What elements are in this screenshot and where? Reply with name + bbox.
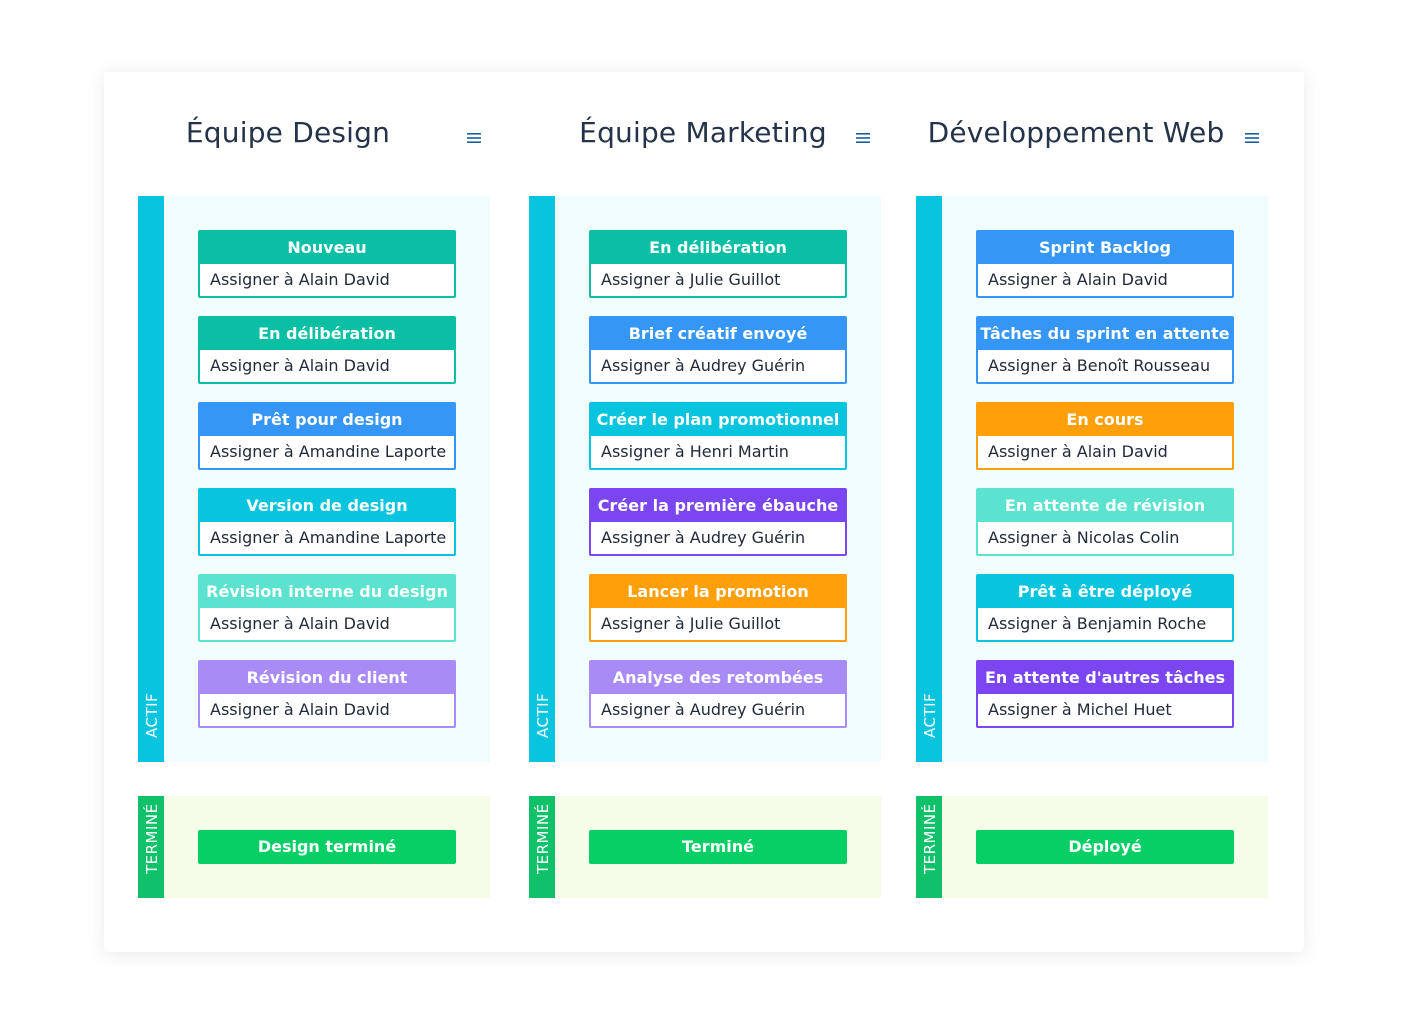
active-lane-label: ACTIF xyxy=(534,692,552,738)
task-assignee: Assigner à Amandine Laporte xyxy=(210,442,447,461)
task-card[interactable]: Lancer la promotion Assigner à Julie Gui… xyxy=(589,574,847,642)
task-status: Prêt pour design xyxy=(200,404,454,436)
task-status: En attente d'autres tâches xyxy=(978,662,1232,694)
task-assignee: Assigner à Audrey Guérin xyxy=(601,356,806,375)
task-assignee: Assigner à Amandine Laporte xyxy=(210,528,447,547)
active-lane-bar: ACTIF xyxy=(529,196,555,762)
task-status: Analyse des retombées xyxy=(591,662,845,694)
task-status: Lancer la promotion xyxy=(591,576,845,608)
task-card[interactable]: Tâches du sprint en attente Assigner à B… xyxy=(976,316,1234,384)
task-card[interactable]: En délibération Assigner à Alain David xyxy=(198,316,456,384)
task-assignee: Assigner à Alain David xyxy=(210,700,390,719)
done-lane: TERMINÉ Terminé xyxy=(529,796,881,898)
task-card[interactable]: En attente d'autres tâches Assigner à Mi… xyxy=(976,660,1234,728)
task-card[interactable]: Créer la première ébauche Assigner à Aud… xyxy=(589,488,847,556)
task-card[interactable]: Prêt à être déployé Assigner à Benjamin … xyxy=(976,574,1234,642)
task-assignee: Assigner à Henri Martin xyxy=(601,442,789,461)
task-card[interactable]: En délibération Assigner à Julie Guillot xyxy=(589,230,847,298)
task-card[interactable]: Révision interne du design Assigner à Al… xyxy=(198,574,456,642)
done-lane-bar: TERMINÉ xyxy=(138,796,164,898)
board-web-dev: Développement Web ACTIF Sprint Backlog A… xyxy=(916,72,1268,952)
task-assignee: Assigner à Audrey Guérin xyxy=(601,700,806,719)
task-status: Tâches du sprint en attente xyxy=(978,318,1232,350)
done-task-card[interactable]: Terminé xyxy=(589,830,847,864)
task-status: Brief créatif envoyé xyxy=(591,318,845,350)
task-status: En délibération xyxy=(200,318,454,350)
task-assignee: Assigner à Benoît Rousseau xyxy=(988,356,1211,375)
task-status: Version de design xyxy=(200,490,454,522)
board-title: Équipe Marketing xyxy=(579,116,827,149)
task-status: En attente de révision xyxy=(978,490,1232,522)
board-marketing: Équipe Marketing ACTIF En délibération A… xyxy=(529,72,881,952)
task-assignee: Assigner à Audrey Guérin xyxy=(601,528,806,547)
task-card[interactable]: Analyse des retombées Assigner à Audrey … xyxy=(589,660,847,728)
task-status: Révision du client xyxy=(200,662,454,694)
task-card[interactable]: Sprint Backlog Assigner à Alain David xyxy=(976,230,1234,298)
board-title: Développement Web xyxy=(927,116,1225,149)
done-lane-label: TERMINÉ xyxy=(143,803,161,874)
hamburger-menu-icon[interactable] xyxy=(466,130,482,146)
task-status: Sprint Backlog xyxy=(978,232,1232,264)
task-assignee: Assigner à Nicolas Colin xyxy=(988,528,1180,547)
task-card[interactable]: En attente de révision Assigner à Nicola… xyxy=(976,488,1234,556)
done-lane-bar: TERMINÉ xyxy=(529,796,555,898)
active-lane-label: ACTIF xyxy=(921,692,939,738)
boards-card: Équipe Design ACTIF Nouveau Assigner à A… xyxy=(104,72,1304,952)
done-lane-label: TERMINÉ xyxy=(921,803,939,874)
done-lane: TERMINÉ Déployé xyxy=(916,796,1268,898)
task-assignee: Assigner à Alain David xyxy=(988,270,1168,289)
task-assignee: Assigner à Benjamin Roche xyxy=(988,614,1207,633)
task-card[interactable]: Révision du client Assigner à Alain Davi… xyxy=(198,660,456,728)
hamburger-menu-icon[interactable] xyxy=(1244,130,1260,146)
done-task-card[interactable]: Déployé xyxy=(976,830,1234,864)
task-status: En délibération xyxy=(591,232,845,264)
board-title: Équipe Design xyxy=(185,116,391,149)
task-assignee: Assigner à Alain David xyxy=(210,356,390,375)
task-assignee: Assigner à Julie Guillot xyxy=(601,270,781,289)
task-card[interactable]: Version de design Assigner à Amandine La… xyxy=(198,488,456,556)
task-status: Nouveau xyxy=(200,232,454,264)
done-lane: TERMINÉ Design terminé xyxy=(138,796,490,898)
active-lane-bar: ACTIF xyxy=(916,196,942,762)
active-lane-bar: ACTIF xyxy=(138,196,164,762)
task-card[interactable]: En cours Assigner à Alain David xyxy=(976,402,1234,470)
done-lane-label: TERMINÉ xyxy=(534,803,552,874)
done-task-card[interactable]: Design terminé xyxy=(198,830,456,864)
task-status: En cours xyxy=(978,404,1232,436)
task-assignee: Assigner à Julie Guillot xyxy=(601,614,781,633)
task-status: Créer le plan promotionnel xyxy=(591,404,845,436)
hamburger-menu-icon[interactable] xyxy=(855,130,871,146)
task-assignee: Assigner à Alain David xyxy=(210,614,390,633)
task-card[interactable]: Nouveau Assigner à Alain David xyxy=(198,230,456,298)
active-lane-label: ACTIF xyxy=(143,692,161,738)
task-card[interactable]: Prêt pour design Assigner à Amandine Lap… xyxy=(198,402,456,470)
active-lane: ACTIF Sprint Backlog Assigner à Alain Da… xyxy=(916,196,1268,762)
task-status: Révision interne du design xyxy=(200,576,454,608)
task-assignee: Assigner à Alain David xyxy=(210,270,390,289)
done-lane-bar: TERMINÉ xyxy=(916,796,942,898)
active-lane: ACTIF Nouveau Assigner à Alain David En … xyxy=(138,196,490,762)
board-design: Équipe Design ACTIF Nouveau Assigner à A… xyxy=(138,72,490,952)
task-assignee: Assigner à Michel Huet xyxy=(988,700,1172,719)
task-status: Créer la première ébauche xyxy=(591,490,845,522)
task-assignee: Assigner à Alain David xyxy=(988,442,1168,461)
task-card[interactable]: Brief créatif envoyé Assigner à Audrey G… xyxy=(589,316,847,384)
task-status: Prêt à être déployé xyxy=(978,576,1232,608)
active-lane: ACTIF En délibération Assigner à Julie G… xyxy=(529,196,881,762)
task-card[interactable]: Créer le plan promotionnel Assigner à He… xyxy=(589,402,847,470)
